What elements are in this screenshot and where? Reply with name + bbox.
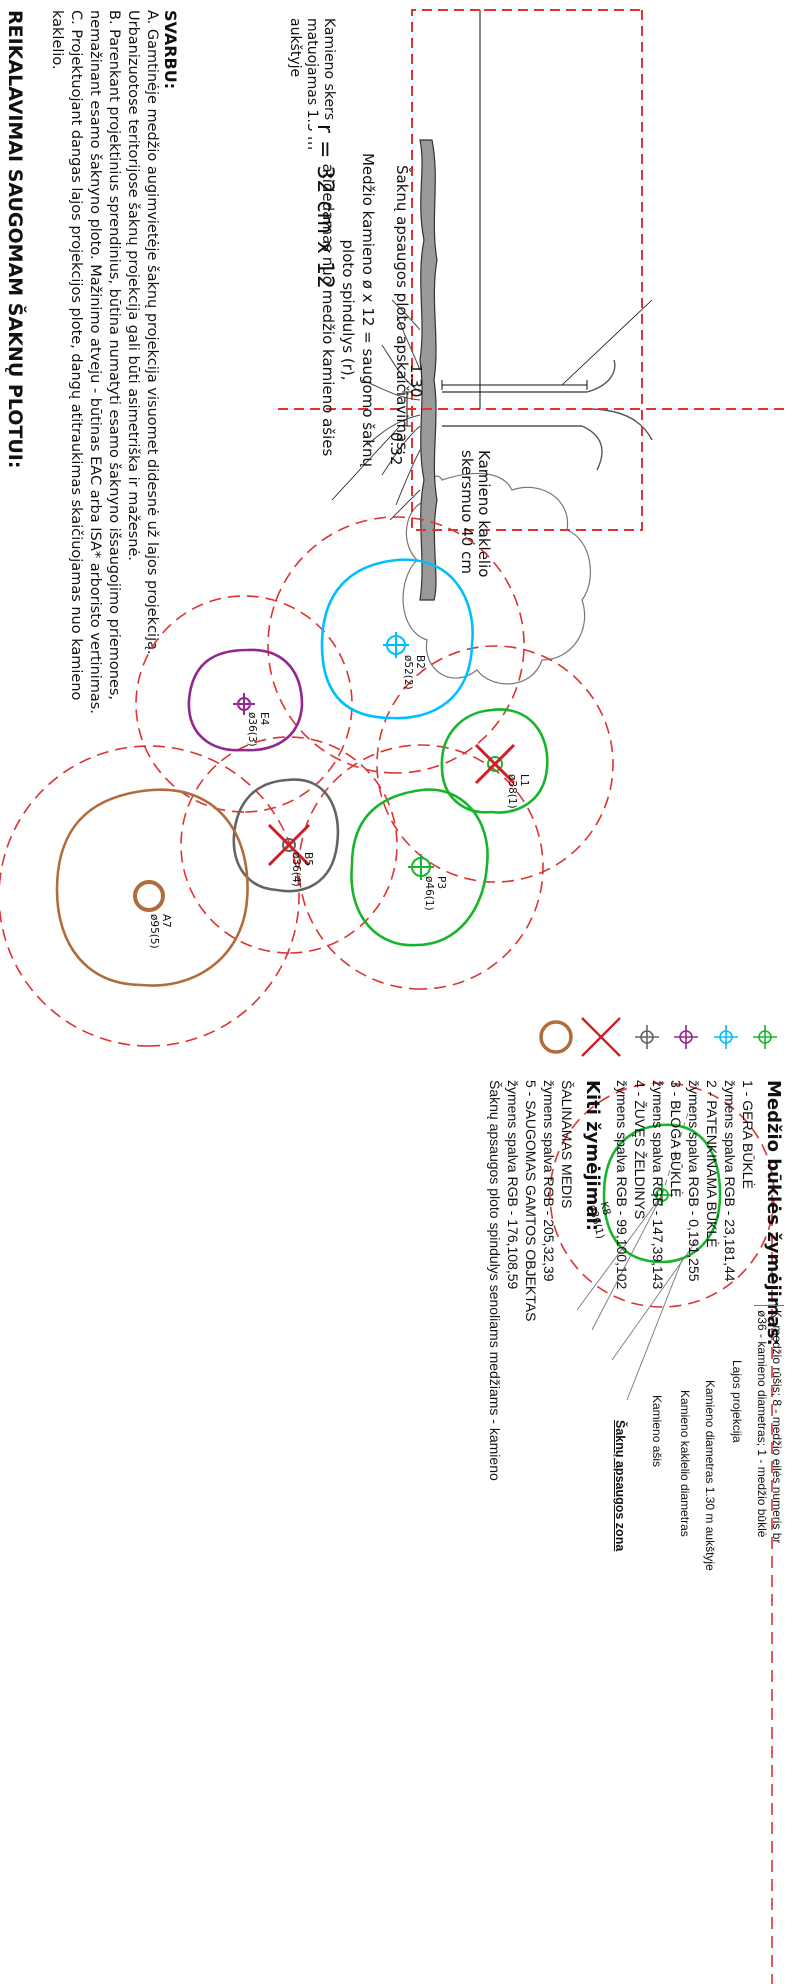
legend-symbol-remove (581, 1017, 621, 1057)
key-label-zone: Šaknų apsaugos zona (613, 1420, 627, 1552)
legend-symbol-bad (674, 1025, 698, 1049)
key-label-trunk-dia: Kamieno diametras 1.30 m aukštyje (703, 1380, 717, 1571)
key-leader-lines (576, 1099, 698, 1401)
protection-zone-E4 (135, 595, 353, 813)
canopy-B2 (320, 558, 474, 720)
key-label-collar-dia: Kamieno kaklelio diametras (678, 1390, 692, 1537)
legend-symbol-dead (635, 1025, 659, 1049)
protection-radius-note: Šaknų apsaugos ploto spindulys senoliams… (487, 1080, 503, 1481)
other-legend-title: Kiti žymėjimai: (582, 1080, 603, 1231)
tree-symbol-P3 (408, 854, 434, 880)
tree-symbol-B5 (267, 823, 311, 867)
canopy-L1 (440, 708, 549, 814)
legend-item-name: ŠALINAMAS MEDIS (559, 1080, 575, 1209)
leader-line-collar (331, 425, 401, 501)
canopy-A7 (55, 788, 249, 987)
protection-zone-L1 (376, 645, 614, 883)
protection-zone-B2 (267, 516, 525, 774)
protection-zone-P3 (298, 744, 544, 990)
legend-symbol-satisfactory (714, 1025, 738, 1049)
roots (361, 299, 421, 521)
legend-symbol-good (753, 1025, 777, 1049)
canopy-P3 (350, 788, 489, 947)
key-protection-zone (549, 1082, 775, 1308)
legend-block: Medžio būklės žymėjimas: 1 - GERA BŪKLĖ … (486, 1080, 784, 1600)
legend-item-rgb: žymens spalva RGB - 147,39,143 (650, 1080, 666, 1290)
legend-item-rgb: žymens spalva RGB - 205,32,39 (541, 1080, 557, 1282)
protection-zone-A7 (0, 745, 300, 1047)
legend-item-rgb: žymens spalva RGB - 176,108,59 (505, 1080, 521, 1290)
tree-symbol-E4 (233, 693, 255, 715)
tree-trunk (442, 359, 653, 471)
tree-symbol-A7 (133, 880, 165, 912)
tree-symbol-B2 (383, 632, 409, 658)
leader-line-trunk (561, 299, 653, 386)
tree-symbol-L1 (474, 743, 516, 785)
canopy-E4 (187, 648, 304, 752)
key-explain-line: ø36 - kamieno diametras; 1 - medžio būkl… (755, 1310, 769, 1538)
protection-zone-B5 (180, 736, 398, 954)
canopy-B5 (232, 778, 340, 893)
key-label-axis: Kamieno ašis (650, 1395, 664, 1468)
ground-band (419, 139, 438, 601)
key-canopy (602, 1123, 722, 1264)
key-explanation: K- medžio rūšis; 8 - medžio eilės numeri… (754, 1305, 784, 1544)
calc-box-frame (411, 9, 643, 531)
key-label-canopy: Lajos projekcija (730, 1360, 744, 1443)
legend-symbol-protected (539, 1020, 573, 1054)
tree-canopy (402, 472, 591, 685)
key-explain-line: K- medžio rūšis; 8 - medžio eilės numeri… (770, 1310, 784, 1544)
legend-item-rgb: žymens spalva RGB - 23,181,44 (722, 1080, 738, 1282)
height-dimension (441, 380, 588, 390)
legend-item-name: 4 - ŽUVĘS ŽELDINYS (632, 1080, 648, 1220)
legend-item-name: 5 - SAUGOMAS GAMTOS OBJEKTAS (523, 1080, 539, 1322)
